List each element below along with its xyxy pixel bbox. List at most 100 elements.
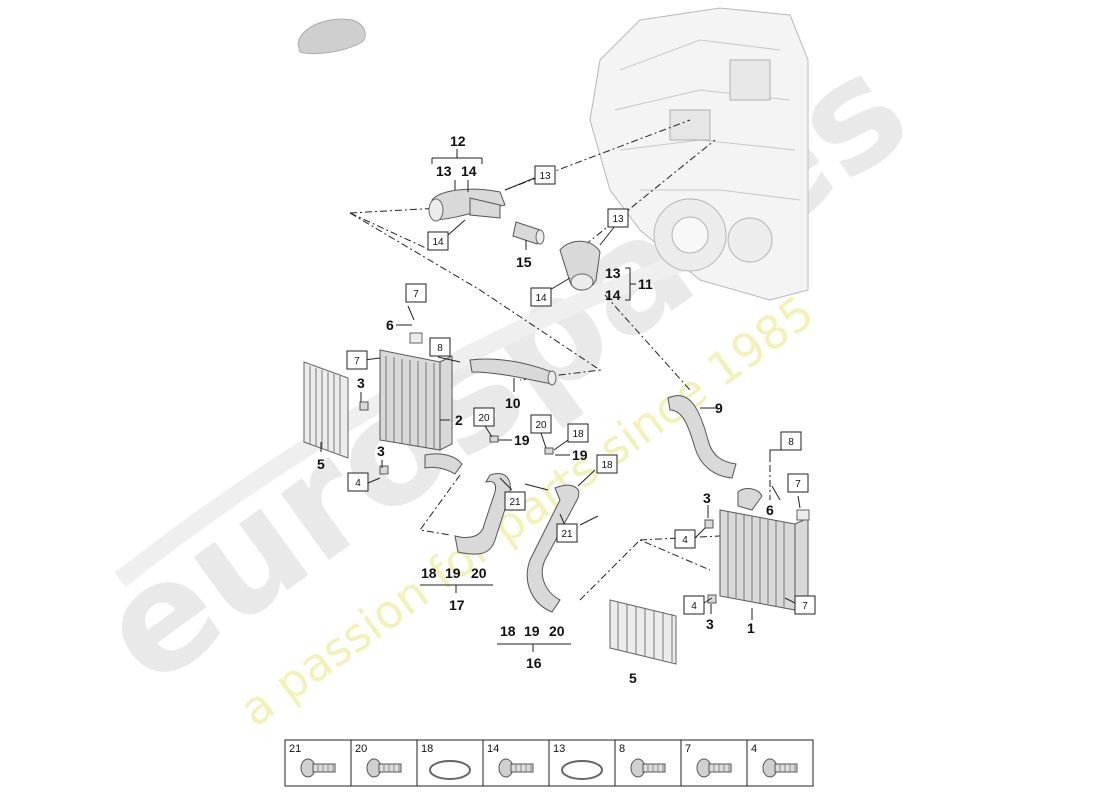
boxed-label-20: 20 — [530, 414, 552, 434]
flange-bolt-icon — [366, 758, 402, 778]
parts-table-number: 8 — [619, 743, 625, 755]
boxed-label-13: 13 — [534, 165, 556, 185]
watermark-swoosh — [114, 241, 723, 588]
svg-text:13: 13 — [612, 214, 624, 225]
boxed-label-7: 7 — [794, 595, 816, 615]
air-guide-left-5 — [303, 361, 349, 459]
engine-block — [589, 7, 809, 301]
intercooler-left-2 — [379, 332, 453, 451]
turbo-inlet-pipe-11 — [559, 240, 601, 291]
svg-text:21: 21 — [509, 497, 521, 508]
car-silhouette-icon — [297, 18, 366, 55]
callout-20: 20 — [471, 565, 487, 581]
callout-13: 13 — [436, 163, 452, 179]
callout-14: 14 — [461, 163, 477, 179]
boxed-label-8: 8 — [429, 337, 451, 357]
callout-6: 6 — [766, 502, 774, 518]
callout-17: 17 — [449, 597, 465, 613]
parts-table-cell: 7 — [680, 740, 732, 786]
svg-text:4: 4 — [691, 601, 697, 612]
callout-6: 6 — [386, 317, 394, 333]
boxed-label-18: 18 — [567, 423, 589, 443]
socket-head-bolt-icon — [300, 758, 336, 778]
air-guide-right-5 — [609, 599, 677, 665]
boxed-label-4: 4 — [347, 472, 369, 492]
svg-text:21: 21 — [561, 529, 573, 540]
svg-text:20: 20 — [478, 413, 490, 424]
parts-table-cell: 18 — [416, 740, 471, 786]
svg-text:20: 20 — [535, 420, 547, 431]
boxed-label-7: 7 — [787, 473, 809, 493]
boxed-label-21: 21 — [556, 523, 578, 543]
boxed-label-7: 7 — [405, 283, 427, 303]
parts-table-number: 4 — [751, 743, 757, 755]
parts-table-cell: 13 — [548, 740, 603, 786]
callout-18: 18 — [500, 623, 516, 639]
callout-5: 5 — [317, 456, 325, 472]
parts-table-cell: 4 — [746, 740, 798, 786]
boxed-label-18: 18 — [596, 454, 618, 474]
parts-table-number: 18 — [421, 743, 433, 755]
svg-text:4: 4 — [682, 535, 688, 546]
charge-hose-16 — [526, 484, 580, 613]
parts-table-number: 13 — [553, 743, 565, 755]
callout-2: 2 — [455, 412, 463, 428]
callout-10: 10 — [505, 395, 521, 411]
svg-text:7: 7 — [802, 601, 808, 612]
callout-14: 14 — [605, 287, 621, 303]
callout-18: 18 — [421, 565, 437, 581]
callout-11: 11 — [638, 276, 653, 292]
svg-text:14: 14 — [432, 237, 444, 248]
svg-text:7: 7 — [413, 289, 419, 300]
svg-text:7: 7 — [795, 479, 801, 490]
boxed-label-13: 13 — [607, 208, 629, 228]
boxed-label-20: 20 — [473, 407, 495, 427]
boxed-label-7: 7 — [346, 350, 368, 370]
parts-table-number: 14 — [487, 743, 499, 755]
callout-19: 19 — [514, 432, 530, 448]
boxed-labels: 13 13 14 14 7 7 8 4 20 20 18 18 21 21 8 … — [346, 165, 816, 615]
torx-bolt-icon — [762, 758, 798, 778]
parts-table-cell: 20 — [350, 740, 402, 786]
turbo-inlet-pipe-12 — [428, 188, 506, 222]
o-ring-icon — [429, 760, 471, 780]
charge-pipe-10 — [469, 358, 557, 386]
svg-text:13: 13 — [539, 171, 551, 182]
svg-text:18: 18 — [572, 429, 584, 440]
callout-19: 19 — [524, 623, 540, 639]
hex-flange-bolt-icon — [696, 758, 732, 778]
svg-text:8: 8 — [788, 437, 794, 448]
svg-text:8: 8 — [437, 343, 443, 354]
callouts: 12 13 14 15 13 14 11 6 3 2 3 5 10 9 19 1… — [317, 133, 774, 686]
callout-19: 19 — [445, 565, 461, 581]
flange-screw-icon — [498, 758, 534, 778]
callout-3: 3 — [357, 375, 365, 391]
callout-16: 16 — [526, 655, 542, 671]
boxed-label-8: 8 — [780, 431, 802, 451]
parts-table: 21 20 18 14 13 8 7 4 — [284, 739, 814, 787]
parts-table-cell: 8 — [614, 740, 666, 786]
callout-5: 5 — [629, 670, 637, 686]
coupling-hose-15 — [512, 221, 545, 245]
parts-table-number: 21 — [289, 743, 301, 755]
parts-table-cell: 21 — [289, 743, 336, 778]
svg-text:4: 4 — [355, 478, 361, 489]
callout-15: 15 — [516, 254, 532, 270]
boxed-label-14: 14 — [530, 287, 552, 307]
callout-3: 3 — [703, 490, 711, 506]
intercooler-right-1 — [719, 488, 810, 611]
charge-pipe-9 — [667, 395, 737, 479]
boxed-label-4: 4 — [683, 595, 705, 615]
boxed-label-21: 21 — [504, 491, 526, 511]
svg-text:7: 7 — [354, 356, 360, 367]
callout-20: 20 — [549, 623, 565, 639]
small-fasteners — [359, 401, 717, 604]
callout-3: 3 — [706, 616, 714, 632]
boxed-label-4: 4 — [674, 529, 696, 549]
o-ring-icon — [561, 760, 603, 780]
parts-table-number: 20 — [355, 743, 367, 755]
callout-1: 1 — [747, 620, 755, 636]
callout-12: 12 — [450, 133, 466, 149]
callout-13: 13 — [605, 265, 621, 281]
